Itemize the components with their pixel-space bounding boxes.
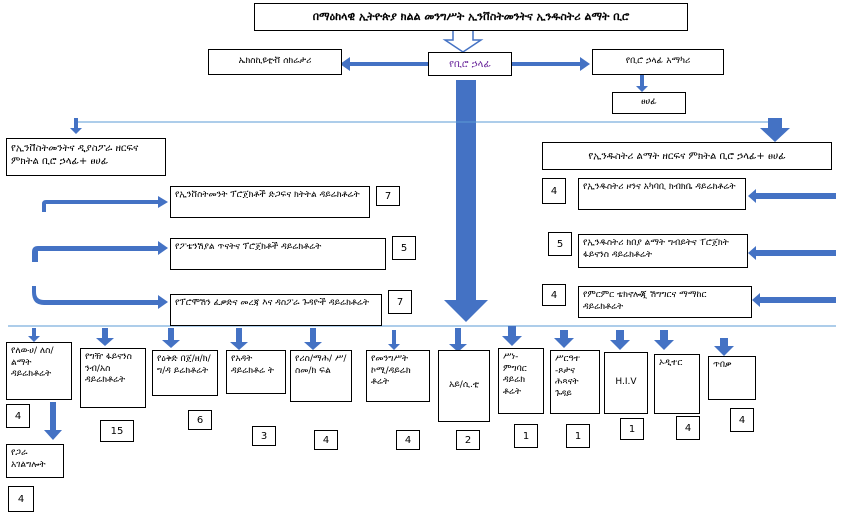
support-unit-8-count: 1: [514, 424, 538, 448]
advisor-down-arrow: [636, 75, 648, 92]
left-dir-1-count: 7: [376, 186, 400, 206]
support-arrow-7: [449, 328, 467, 352]
support-unit-7-count: 2: [456, 430, 480, 450]
left-elbow-3: [32, 286, 168, 309]
support-unit-5: የሪስ/ማሕ/ ሥ/ስመ/ክ ፍል: [290, 350, 352, 402]
support-unit-11-count: 4: [676, 416, 700, 440]
central-down-arrow: [444, 80, 488, 322]
bureau-head-box: የቢሮ ኃላፊ: [428, 52, 512, 76]
support-unit-7: አይ/ሲ.ቲ: [438, 350, 490, 422]
support-unit-9: ሥርዓተ -ጾታና ሕጻናት ጉዳይ: [550, 350, 600, 414]
right-deputy-arrow: [760, 118, 790, 142]
left-deputy-box: የኢንቨስትመንትና ዲያስፖራ ዘርፍና ምክትል ቢሮ ኃላፊ+ ፀሀፊ: [6, 138, 166, 176]
org-title: በማዕከላዊ ኢትዮጵያ ክልል መንግሥት ኢንቨስትመንትና ኢንዱስትሪ …: [254, 3, 688, 31]
support-unit-3: የዕቅድ በጀ/ዘ/ክ/ግ/ዳ ይሬክቶሬት: [152, 350, 218, 396]
advisor-box: የቢሮ ኃላፊ አማካሪ: [592, 49, 724, 75]
support-arrow-5: [304, 328, 322, 350]
right-arrow-advisor: [510, 57, 590, 71]
support-arrow-8: [502, 326, 522, 346]
shared-service-unit: የጋራ አገልግሎት: [6, 444, 64, 478]
support-unit-2: የግዥ ፋይናንስ ንብ/አስ ዳይሬክቶሬት: [80, 348, 146, 408]
support-unit-12: ጥበቃ: [708, 356, 756, 400]
left-arrow-secretary: [340, 57, 430, 71]
support-arrow-3: [162, 328, 180, 348]
right-dir-1: የኢንዱስትሪ ዞንና አካባቢ ክብክቤ ዳይሬክቶሬት: [578, 178, 746, 210]
support-arrow-10: [610, 330, 630, 350]
support-arrow-11: [654, 330, 674, 350]
support-arrow-2: [96, 328, 114, 346]
support-unit-9-count: 1: [566, 424, 590, 448]
support-unit-12-count: 4: [730, 408, 754, 432]
support-unit-5-count: 4: [314, 430, 338, 450]
right-dir-2: የኢንዱስትሪ ክበያ ልማት ግብይትና ፐሮጀክት ፋይናንስ ዳይሬክቶሬ…: [578, 234, 748, 268]
support-unit-6-count: 4: [396, 430, 420, 450]
left-dir-2: የፖቴንሽያል ጥናትና ፕሮጀክቶች ዳይሬክቶሬት: [170, 238, 386, 270]
sub-unit-arrow: [44, 402, 62, 440]
right-arrow-3: [752, 293, 836, 307]
left-elbow-1: [42, 196, 168, 212]
support-arrow-1: [28, 328, 40, 342]
right-arrow-1: [748, 189, 836, 203]
support-arrow-4: [230, 328, 248, 350]
left-dir-3-count: 7: [388, 290, 412, 314]
support-unit-2-count: 15: [100, 420, 134, 442]
support-unit-3-count: 6: [188, 410, 212, 430]
right-dir-3: የምርምር ቴክኖሎጂ ሽግግርና ማማከር ዳይሬክቶሬት: [578, 286, 752, 318]
support-unit-6: የመንግሥት ኮሚ/ዳይሬክ ቶሬት: [366, 350, 430, 402]
right-dir-2-count: 5: [548, 232, 572, 256]
advisor-secretary-box: ፀሀፊ: [612, 92, 686, 114]
left-dir-1: የኢንቨስትመንት ፕሮጀክቶች ድጋፍና ክትትል ዳይሬክቶሬት: [170, 186, 370, 218]
support-unit-4: የአዳት ዳይሬክቶሬ ት: [226, 350, 286, 394]
support-arrow-9: [554, 330, 574, 348]
support-unit-4-count: 3: [252, 426, 276, 446]
support-unit-8: ሥነ- ምግባር ዳይሬክ ቶሬት: [498, 348, 544, 414]
shared-service-count: 4: [8, 486, 34, 512]
right-deputy-box: የኢንዱስትሪ ልማት ዘርፍና ምክትል ቢሮ ኃላፊ+ ፀሀፊ: [542, 142, 832, 170]
hollow-down-arrow: [442, 29, 484, 53]
left-dir-3: የፕሮሞሽን ፈቃድና መረጃ እና ዳስፖራ ጉዳዮች ዳይሬክቶሬት: [170, 294, 382, 326]
right-dir-3-count: 4: [542, 284, 566, 306]
support-arrow-6: [388, 330, 400, 350]
support-unit-1-count: 4: [6, 404, 30, 428]
support-arrows: [28, 326, 734, 440]
support-unit-11: ኦዲተር: [654, 354, 700, 414]
support-unit-10-count: 1: [620, 418, 644, 440]
left-elbow-2: [32, 241, 168, 262]
right-arrow-2: [748, 246, 836, 260]
support-unit-1: የለውሀ/ ለስ/ ልማት ዳይሬክቶሬት: [6, 342, 72, 400]
support-unit-10: H.I.V: [604, 352, 648, 414]
support-arrow-12: [714, 338, 734, 356]
right-dir-1-count: 4: [542, 178, 566, 204]
left-dir-2-count: 5: [392, 236, 416, 260]
exec-secretary-box: ኤክስኪዩቲቭ ሰክሬታሪ: [208, 49, 342, 75]
left-deputy-arrow: [70, 118, 82, 134]
